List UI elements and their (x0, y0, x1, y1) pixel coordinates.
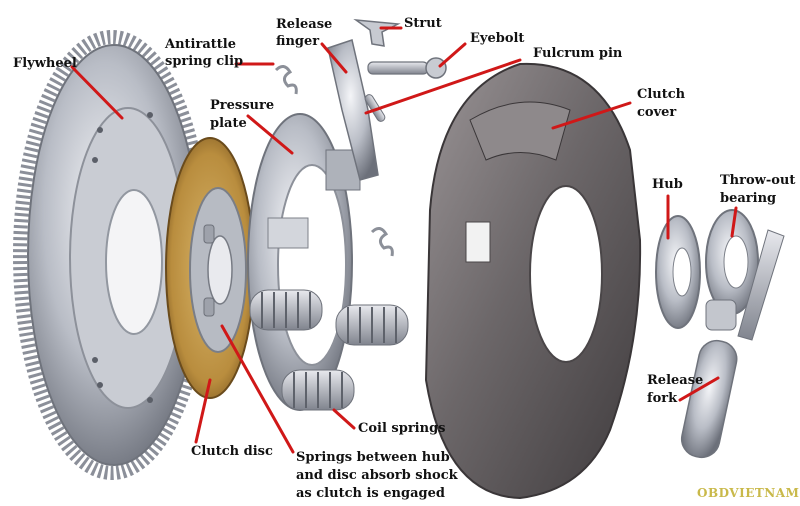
label-springs-line1: Springs between hub (296, 450, 450, 465)
flywheel-part (13, 30, 211, 480)
antirattle-clip-part (274, 65, 394, 257)
label-release-finger-line1: Release (276, 17, 333, 32)
label-throwout-line2: bearing (720, 191, 777, 206)
hub-part (655, 215, 701, 329)
label-release-fork-line2: fork (647, 391, 678, 406)
label-fulcrum-pin: Fulcrum pin (533, 46, 623, 61)
label-hub: Hub (652, 177, 683, 192)
label-pressure-plate-line2: plate (210, 116, 247, 131)
label-clutch-cover-line1: Clutch (637, 87, 686, 102)
clutch-cover-part (424, 62, 642, 500)
label-clutch-cover-line2: cover (637, 105, 677, 120)
label-release-finger-line2: finger (276, 34, 320, 49)
release-finger-part (327, 39, 379, 181)
label-antirattle-line2: spring clip (165, 54, 244, 69)
label-springs-line2: and disc absorb shock (296, 468, 458, 483)
eyebolt-part (367, 57, 447, 79)
watermark: OBDVIETNAM (697, 486, 800, 500)
coil-springs-part (249, 289, 409, 411)
label-strut: Strut (404, 16, 442, 31)
label-throwout-line1: Throw-out (720, 173, 796, 188)
label-pressure-plate-line1: Pressure (210, 98, 275, 113)
release-fork-part (680, 229, 785, 459)
strut-part (353, 18, 401, 47)
pressure-plate-part (247, 113, 361, 411)
label-eyebolt: Eyebolt (470, 31, 525, 46)
label-coil-springs: Coil springs (358, 421, 446, 436)
label-springs-line3: as clutch is engaged (296, 486, 445, 501)
label-antirattle-line1: Antirattle (165, 37, 236, 52)
throwout-bearing-part (705, 209, 759, 315)
label-release-fork-line1: Release (647, 373, 704, 388)
leader-lines (70, 26, 738, 454)
label-flywheel: Flywheel (13, 56, 77, 71)
label-clutch-disc: Clutch disc (191, 444, 273, 459)
